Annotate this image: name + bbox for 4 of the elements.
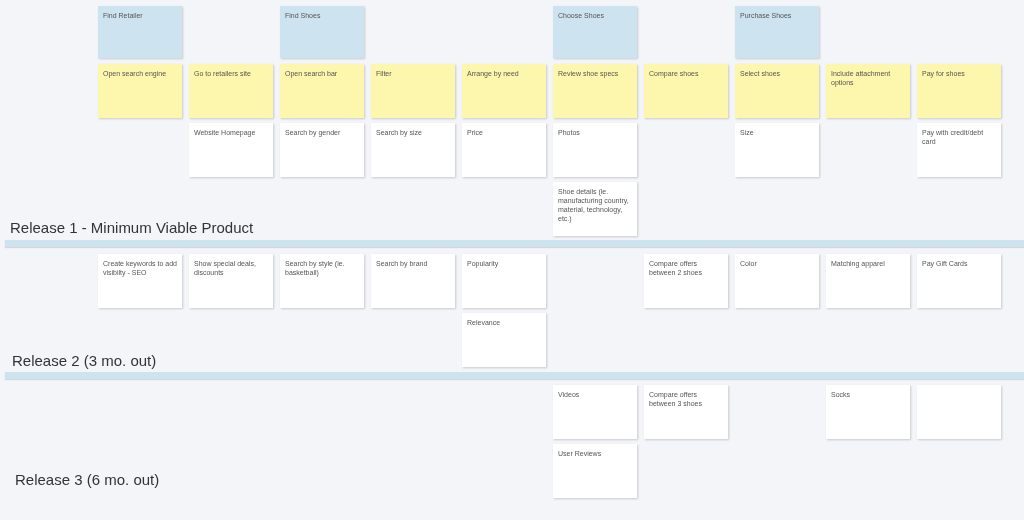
release-title: Release 2 (3 mo. out) xyxy=(12,352,157,370)
release-title: Release 1 - Minimum Viable Product xyxy=(10,219,254,237)
release-title: Release 3 (6 mo. out) xyxy=(15,471,160,489)
story-card xyxy=(917,385,1001,439)
